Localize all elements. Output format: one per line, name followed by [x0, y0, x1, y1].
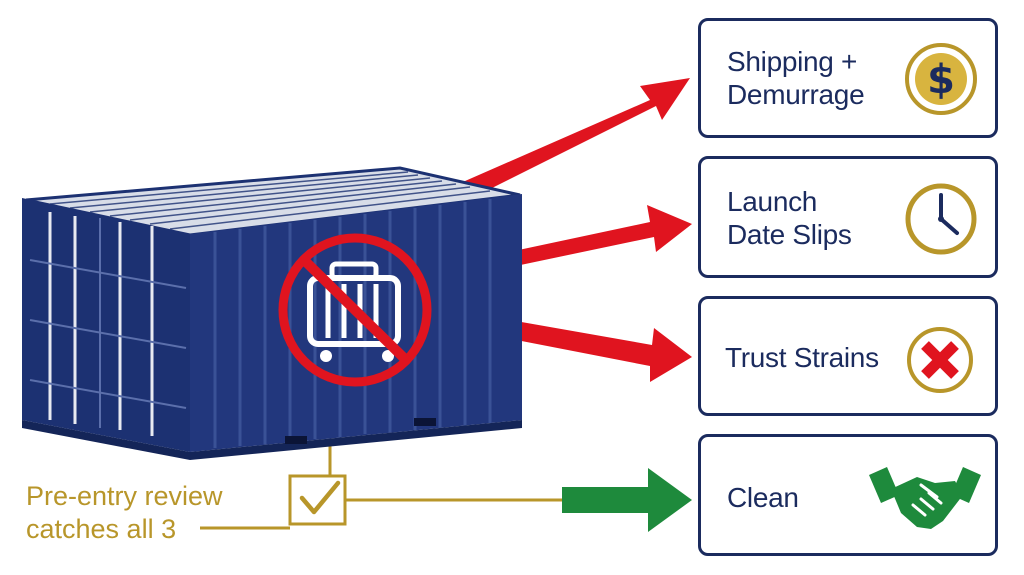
label-line-1: Trust Strains [725, 342, 879, 373]
label-line-1: Launch [727, 186, 818, 217]
outcome-trust-strains: Trust Strains [698, 296, 998, 416]
clock-icon [905, 183, 977, 255]
arrow-to-clean [562, 468, 692, 532]
label-line-1: Shipping + [727, 46, 858, 77]
outcome-label: Trust Strains [725, 341, 879, 374]
outcome-label: Launch Date Slips [727, 185, 852, 251]
arrow-to-launch [500, 205, 692, 268]
x-badge-icon [907, 327, 973, 393]
outcome-label: Shipping + Demurrage [727, 45, 865, 111]
shipping-container [22, 166, 522, 460]
no-luggage-cart-icon [278, 233, 432, 387]
outcome-launch-date-slips: Launch Date Slips [698, 156, 998, 278]
label-line-2: Demurrage [727, 79, 865, 110]
arrow-to-shipping [440, 78, 690, 206]
handshake-icon [869, 467, 981, 529]
dollar-coin-icon: $ [905, 43, 977, 115]
outcome-clean: Clean [698, 434, 998, 556]
label-line-1: Clean [727, 482, 799, 513]
outcome-label: Clean [727, 481, 799, 514]
arrow-to-trust [506, 320, 692, 382]
note-line-1: Pre-entry review [26, 481, 223, 511]
note-line-2: catches all 3 [26, 514, 177, 544]
checkbox-icon [288, 474, 347, 526]
review-note: Pre-entry review catches all 3 [26, 480, 223, 546]
svg-text:$: $ [927, 57, 955, 103]
outcome-shipping-demurrage: Shipping + Demurrage $ [698, 18, 998, 138]
label-line-2: Date Slips [727, 219, 852, 250]
